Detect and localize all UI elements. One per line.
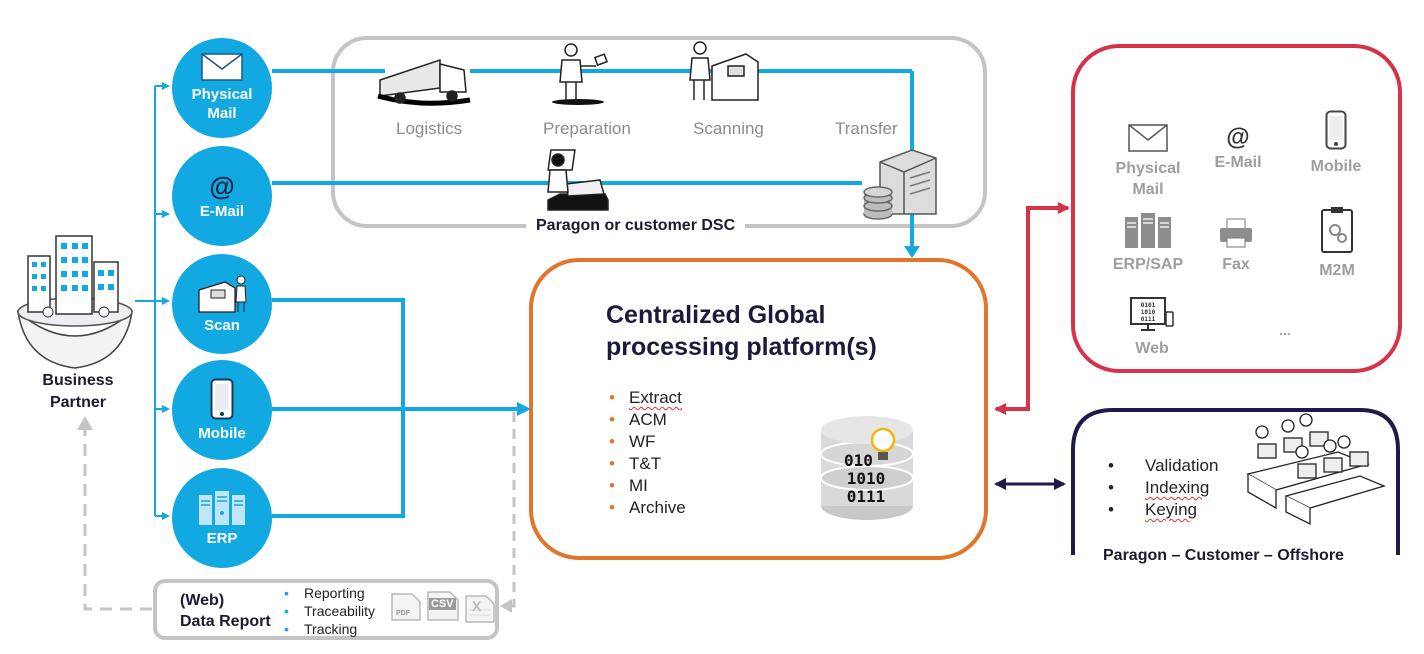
list-item: •Reporting: [284, 585, 365, 601]
offshore-caption: Paragon – Customer – Offshore: [1094, 545, 1353, 567]
list-item: •MI: [609, 476, 648, 495]
svg-text:1010: 1010: [1141, 309, 1156, 316]
channel-scan: Scan: [172, 254, 272, 354]
list-item: •ACM: [609, 410, 667, 429]
list-item: •Extract: [609, 388, 682, 407]
report-container: [153, 579, 499, 640]
output-email: @ E-Mail: [1202, 124, 1274, 173]
server-icon: [1125, 213, 1171, 248]
step-scanning: Scanning: [693, 119, 764, 138]
person-preparing-icon: [552, 43, 608, 105]
at-icon: @: [209, 170, 235, 201]
person-at-computer-icon: [547, 149, 609, 211]
scanner-icon: [198, 275, 247, 313]
platform-title: Centralized Global processing platform(s…: [606, 301, 877, 361]
output-mobile: Mobile: [1300, 110, 1372, 177]
mobile-icon: [210, 378, 234, 419]
step-logistics: Logistics: [396, 119, 463, 138]
server-icon: [199, 490, 245, 525]
platform-outputs-connector: [1005, 202, 1070, 411]
channel-physical-mail: Physical Mail: [172, 38, 272, 138]
pdf-icon: PDF: [396, 610, 410, 617]
csv-icon: CSV: [429, 598, 456, 610]
list-item: •Tracking: [284, 621, 358, 637]
output-erp-sap: ERP/SAP: [1104, 212, 1192, 275]
platform-database-icon: [820, 416, 914, 520]
channel-mobile: Mobile: [172, 360, 272, 460]
report-title: (Web) Data Report: [180, 592, 271, 630]
list-item: •T&T: [609, 454, 662, 473]
mobile-icon: [1325, 110, 1347, 150]
platform-to-report-feedback: [510, 412, 516, 608]
list-item: •Validation: [1108, 456, 1219, 475]
clipboard-gear-icon: [1321, 207, 1353, 253]
business-partner-label: Business Partner: [42, 372, 114, 411]
person-scanning-icon: [689, 41, 759, 101]
outputs-container: [1071, 44, 1402, 373]
report-list: •Reporting •Traceability •Tracking: [282, 584, 375, 638]
server-database-icon: [863, 149, 937, 220]
dsc-caption: Paragon or customer DSC: [526, 215, 746, 237]
svg-text:0101: 0101: [1141, 302, 1156, 309]
excel-icon: X: [472, 598, 482, 614]
report-format-icons: [391, 591, 495, 623]
envelope-icon: [1128, 124, 1168, 152]
output-physical-mail: Physical Mail: [1108, 124, 1188, 200]
offshore-container: [1071, 408, 1400, 555]
output-fax: Fax: [1206, 218, 1266, 275]
city-icon: [16, 235, 134, 369]
list-item: •Archive: [609, 498, 686, 517]
report-to-partner-feedback: [83, 422, 152, 611]
envelope-icon: [201, 53, 243, 81]
svg-text:0111: 0111: [1141, 316, 1156, 323]
offshore-task-list: •Validation •Indexing •Keying: [1106, 455, 1218, 521]
platform-function-list: •Extract •ACM •WF •T&T •MI •Archive: [607, 387, 686, 519]
channel-erp: ERP: [172, 468, 272, 568]
step-preparation: Preparation: [543, 119, 631, 138]
truck-icon: [377, 58, 471, 106]
channel-email: @ E-Mail: [172, 146, 272, 246]
partner-fan: [135, 82, 170, 520]
list-item: •WF: [609, 432, 656, 451]
offshore-workers-icon: [1246, 413, 1386, 526]
fax-icon: [1220, 218, 1252, 248]
at-icon: @: [1226, 124, 1250, 151]
list-item: •Keying: [1108, 500, 1197, 519]
output-m2m: M2M: [1302, 206, 1372, 281]
step-transfer: Transfer: [835, 119, 898, 138]
list-item: •Traceability: [284, 603, 376, 619]
list-item: •Indexing: [1108, 478, 1210, 497]
database-digits: 010 1010 0111: [844, 451, 886, 506]
output-more: ...: [1279, 322, 1291, 338]
